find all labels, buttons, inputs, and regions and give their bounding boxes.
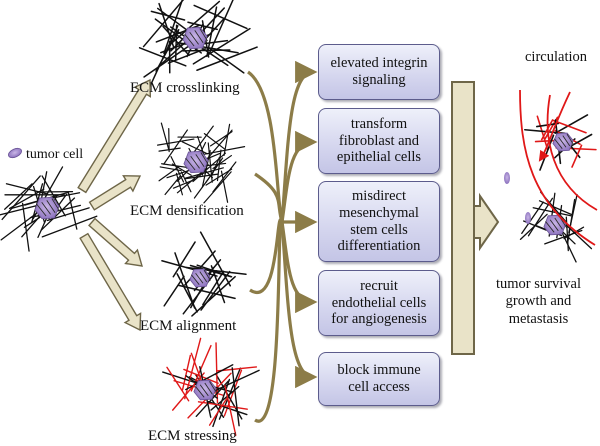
- effect-box-transform-cells: transform fibroblast and epithelial cell…: [318, 108, 440, 174]
- incoming-curve-1: [254, 172, 284, 223]
- legend-tumor-cell-icon: [8, 147, 22, 159]
- outcome-vessel-cluster: [524, 114, 597, 171]
- effect-box-stem-cell-differentiation: misdirect mesenchymal stem cells differe…: [318, 181, 440, 262]
- ecm-crosslinking-cluster-cell: [182, 26, 208, 50]
- ecm-densification-cluster-cell: [183, 150, 209, 174]
- outgoing-curve-1: [280, 130, 318, 223]
- extravasating-tumor-cell: [525, 212, 531, 224]
- outcome-label: tumor survival growth and metastasis: [496, 276, 581, 327]
- effect-box-integrin-signaling: elevated integrin signaling: [318, 44, 440, 100]
- ecm-central-cluster-cell: [34, 196, 60, 220]
- outcome-vessel-cell: [552, 132, 574, 152]
- arrow-to-densification: [88, 175, 142, 211]
- effect-box-angiogenesis: recruit endothelial cells for angiogenes…: [318, 270, 440, 336]
- arrow-to-alignment: [88, 217, 143, 267]
- ecm-stressing-cluster: [162, 337, 260, 436]
- bracket-arrow: [451, 81, 500, 355]
- ecm-densification-cluster: [156, 122, 246, 204]
- outgoing-curve-0: [280, 60, 318, 223]
- ecm-stressing-label: ECM stressing: [148, 428, 237, 444]
- legend-tumor-cell-label: tumor cell: [26, 147, 84, 162]
- ecm-crosslinking-label: ECM crosslinking: [130, 80, 240, 96]
- outcome-tissue-cluster: [519, 191, 593, 263]
- blood-vessel: [519, 89, 598, 246]
- circulating-tumor-cell: [504, 172, 510, 184]
- arrow-to-crosslinking: [77, 78, 152, 194]
- ecm-central-cluster: [0, 166, 98, 252]
- ecm-densification-label: ECM densification: [130, 203, 244, 219]
- ecm-stressing-cluster-cell: [193, 379, 217, 401]
- incoming-curve-3: [254, 219, 284, 423]
- ecm-crosslinking-cluster: [138, 0, 258, 88]
- ecm-alignment-label: ECM alignment: [140, 318, 237, 334]
- ecm-alignment-cluster-cell: [189, 268, 211, 288]
- circulation-label: circulation: [525, 49, 588, 65]
- arrow-to-stressing: [79, 232, 142, 332]
- ecm-alignment-cluster: [161, 231, 247, 317]
- effect-box-immune-block: block immune cell access: [318, 352, 440, 406]
- outgoing-curve-4: [280, 221, 318, 389]
